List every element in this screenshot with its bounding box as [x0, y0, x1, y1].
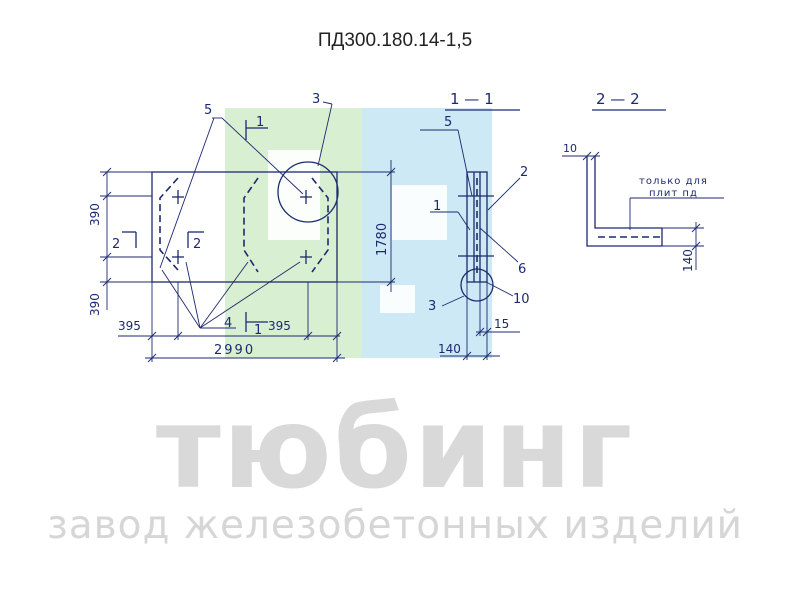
section-1-1-dim-thickness: 140: [438, 342, 461, 356]
dim-height: 1780: [375, 223, 390, 256]
section-2-2-note-line1: только для: [639, 176, 708, 187]
section-1-1-label: 1 — 1: [450, 90, 494, 108]
section-2-2: 2 — 2 10 140 только для плит пд: [562, 90, 724, 272]
section-2-left-label: 2: [112, 237, 120, 252]
section-1-1: 1 — 1 5 1 2 6 3 10: [420, 90, 530, 361]
section-1-top-label: 1: [256, 115, 264, 130]
section-2-2-note-line2: плит пд: [649, 188, 698, 199]
section-1-1-callout-5: 5: [444, 115, 452, 130]
plan-view: 390 390 1780 395 395 2990 5 3 4 1 1 2 2: [88, 92, 396, 363]
section-1-1-callout-6: 6: [518, 262, 526, 277]
section-1-1-callout-2: 2: [520, 165, 528, 180]
drawing-title: ПД300.180.14-1,5: [317, 30, 473, 51]
watermark-brand: тюбинг: [155, 384, 635, 514]
dim-top-edge: 390: [88, 203, 102, 226]
dim-right-offset: 395: [268, 319, 291, 333]
section-2-2-dim-top: 10: [563, 142, 577, 155]
section-2-2-label: 2 — 2: [596, 90, 640, 108]
dim-overall-length: 2990: [214, 343, 255, 358]
section-1-1-callout-3: 3: [428, 299, 436, 314]
watermark-slogan: завод железобетонных изделий: [46, 503, 744, 548]
section-1-1-callout-10: 10: [513, 292, 530, 307]
callout-4: 4: [224, 316, 232, 331]
dim-left-offset: 395: [118, 319, 141, 333]
section-1-1-callout-1: 1: [433, 199, 441, 214]
section-2-2-dim-height: 140: [681, 249, 695, 272]
section-1-1-dim-cover: 15: [494, 317, 509, 331]
callout-3: 3: [312, 92, 320, 107]
section-1-bottom-label: 1: [254, 323, 262, 338]
watermark-logo: [225, 108, 492, 358]
dim-bottom-edge: 390: [88, 293, 102, 316]
callout-5: 5: [204, 103, 212, 118]
section-2-right-label: 2: [193, 237, 201, 252]
